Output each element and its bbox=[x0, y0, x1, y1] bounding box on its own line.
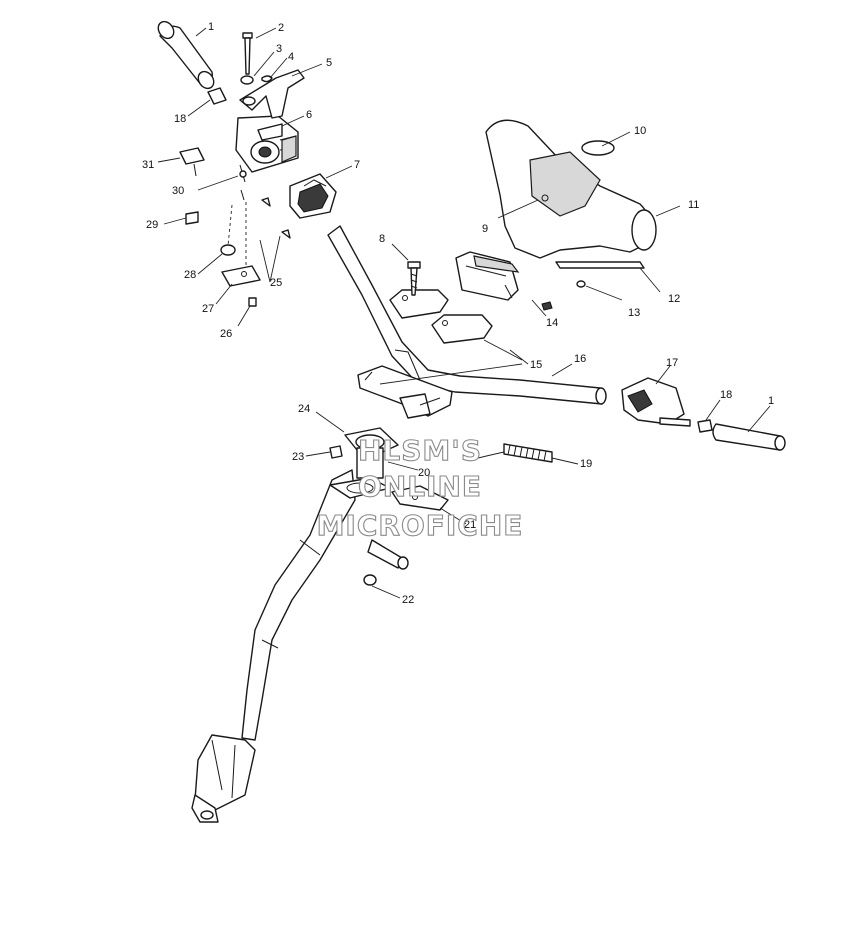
callout-8: 8 bbox=[379, 233, 385, 245]
handlebar bbox=[327, 225, 607, 405]
callout-15: 15 bbox=[530, 359, 542, 371]
throttle-housing bbox=[289, 173, 337, 219]
screw-13 bbox=[576, 280, 586, 288]
callout-10: 10 bbox=[634, 125, 646, 137]
callout-23: 23 bbox=[292, 451, 304, 463]
nut-22 bbox=[363, 574, 377, 586]
trim-strip bbox=[555, 261, 645, 269]
washer bbox=[240, 75, 254, 85]
callout-27: 27 bbox=[202, 303, 214, 315]
callout-14: 14 bbox=[546, 317, 558, 329]
hood-cover bbox=[485, 119, 657, 259]
throttle-right bbox=[621, 377, 691, 427]
screw-26 bbox=[248, 297, 257, 307]
callout-7: 7 bbox=[354, 159, 360, 171]
watermark-line-1: HLSM'S bbox=[358, 434, 482, 467]
decal-10 bbox=[581, 140, 615, 156]
callout-5: 5 bbox=[326, 57, 332, 69]
bar-end-plug-right bbox=[697, 419, 713, 433]
callout-31: 31 bbox=[142, 159, 154, 171]
right-grip bbox=[712, 423, 786, 451]
switch-31 bbox=[179, 147, 205, 177]
pivot-pin bbox=[242, 32, 253, 75]
callout-25: 25 bbox=[270, 277, 282, 289]
callout-13: 13 bbox=[628, 307, 640, 319]
callout-18-right: 18 bbox=[720, 389, 732, 401]
callout-18-left: 18 bbox=[174, 113, 186, 125]
callout-9: 9 bbox=[482, 223, 488, 235]
callout-labels: 1 2 3 4 5 6 7 8 9 10 11 12 13 14 15 16 1… bbox=[142, 21, 774, 606]
callout-4: 4 bbox=[288, 51, 294, 63]
callout-24: 24 bbox=[298, 403, 310, 415]
callout-3: 3 bbox=[276, 43, 282, 55]
washer-28 bbox=[220, 244, 236, 256]
left-control-block bbox=[235, 115, 299, 173]
screw-30 bbox=[239, 164, 247, 201]
steering-post bbox=[191, 427, 399, 823]
callout-1-right: 1 bbox=[768, 395, 774, 407]
sleeve bbox=[367, 539, 409, 570]
callout-19: 19 bbox=[580, 458, 592, 470]
screws-25 bbox=[261, 197, 291, 239]
bar-end-plug-left bbox=[207, 87, 227, 105]
watermark: HLSM'S ONLINE MICROFICHE bbox=[316, 433, 524, 542]
watermark-line-3: MICROFICHE bbox=[317, 509, 524, 542]
upper-clamp-front bbox=[389, 289, 449, 319]
watermark-line-2: ONLINE bbox=[358, 470, 482, 503]
callout-26: 26 bbox=[220, 328, 232, 340]
callout-11: 11 bbox=[688, 199, 699, 211]
callout-17: 17 bbox=[666, 357, 678, 369]
lower-clamp bbox=[357, 365, 453, 419]
callout-6: 6 bbox=[306, 109, 312, 121]
callout-12: 12 bbox=[668, 293, 680, 305]
nut-23 bbox=[329, 445, 343, 459]
callout-22: 22 bbox=[402, 594, 414, 606]
leader-lines bbox=[157, 27, 771, 599]
callout-20: 20 bbox=[418, 467, 430, 479]
brake-lever bbox=[239, 69, 305, 119]
callout-30: 30 bbox=[172, 185, 184, 197]
upper-clamp-rear bbox=[431, 314, 493, 344]
callout-29: 29 bbox=[146, 219, 158, 231]
left-grip bbox=[157, 20, 215, 90]
callout-1-left: 1 bbox=[208, 21, 214, 33]
switch-housing bbox=[455, 251, 553, 311]
callout-2: 2 bbox=[278, 22, 284, 34]
clamp-bolt bbox=[407, 261, 421, 296]
callout-28: 28 bbox=[184, 269, 196, 281]
bracket-21 bbox=[391, 485, 449, 511]
nut-29 bbox=[185, 211, 199, 225]
callout-16: 16 bbox=[574, 353, 586, 365]
spring bbox=[469, 443, 553, 463]
plate-27 bbox=[221, 265, 261, 287]
clip bbox=[261, 75, 273, 83]
callout-21: 21 bbox=[464, 519, 476, 531]
